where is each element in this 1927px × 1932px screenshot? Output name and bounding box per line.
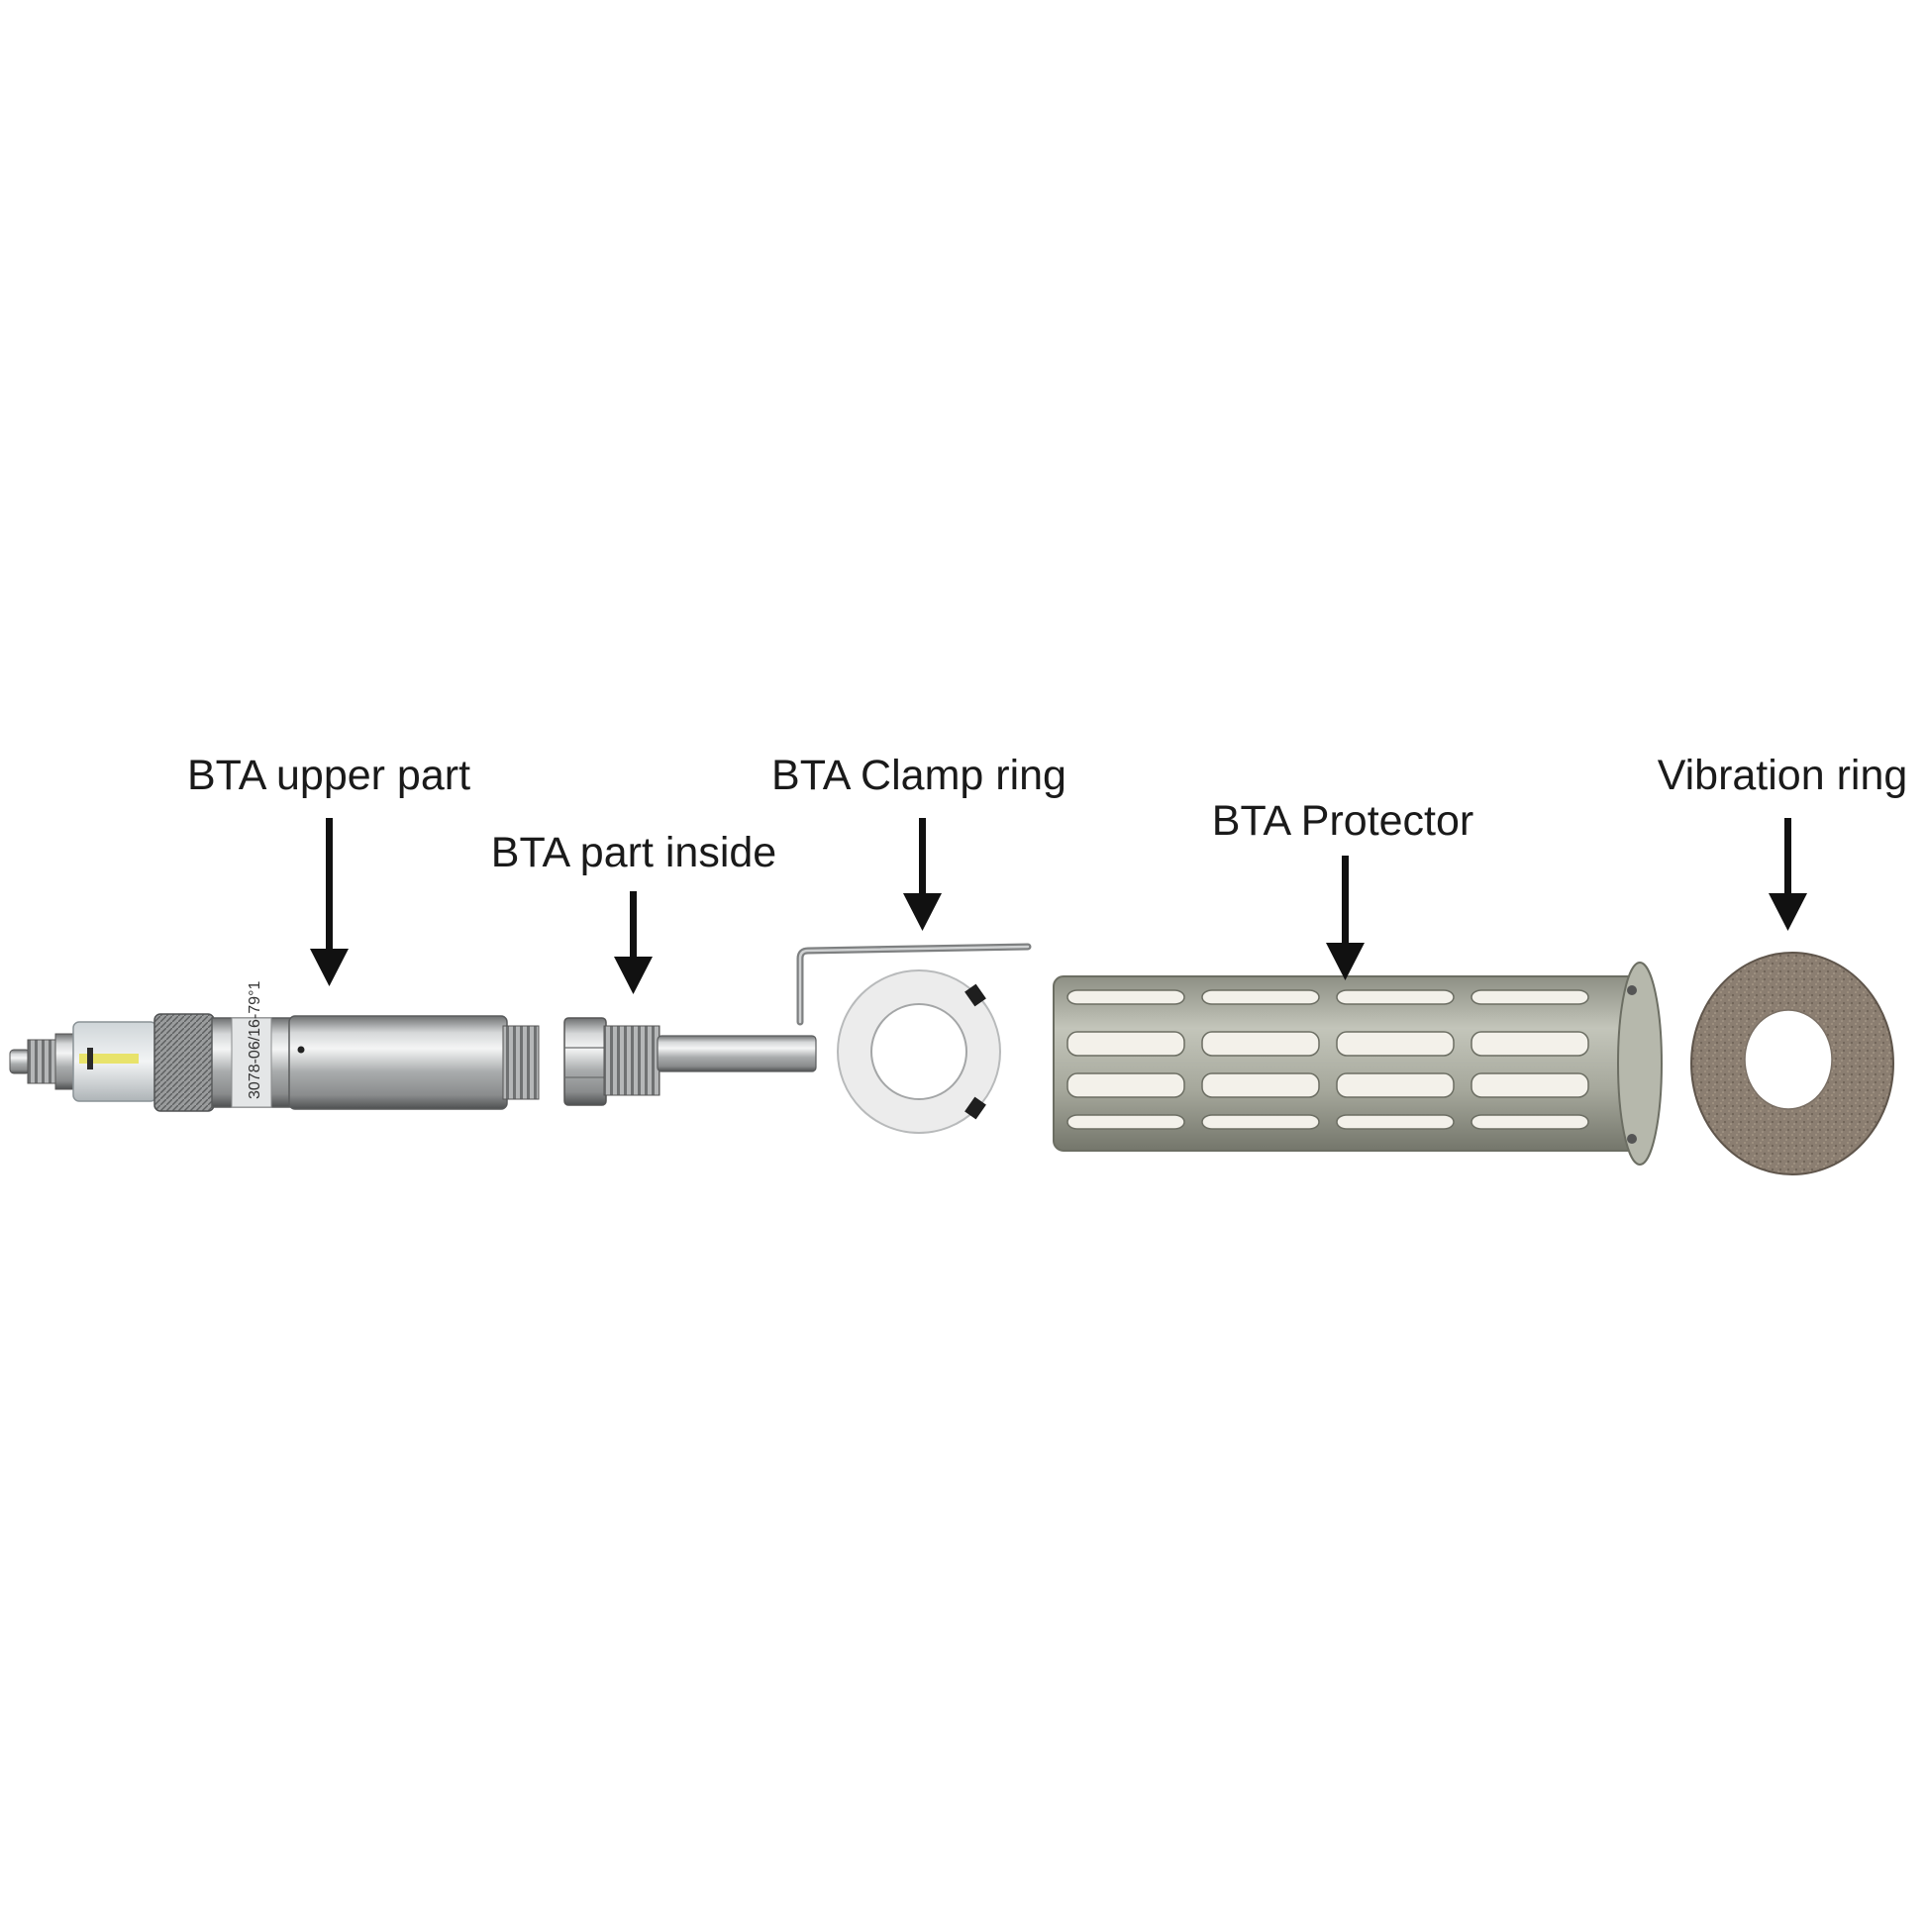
arrow-clamp-ring	[903, 818, 942, 931]
bta-part-inside-image	[563, 1017, 817, 1106]
protector-slot	[1066, 1072, 1185, 1098]
label-bta-part-inside: BTA part inside	[490, 829, 777, 876]
vibration-ring-image	[1690, 952, 1894, 1175]
bta-clamp-ring-image	[837, 969, 1001, 1134]
arrow-part-inside	[614, 891, 653, 994]
protector-slot	[1471, 989, 1589, 1005]
label-bta-upper-part: BTA upper part	[186, 752, 471, 799]
protector-slot	[1066, 1031, 1185, 1057]
arrow-vibration-ring	[1769, 818, 1807, 931]
protector-slot	[1471, 1031, 1589, 1057]
protector-slot	[1471, 1072, 1589, 1098]
bta-protector-image	[1053, 962, 1663, 1166]
arrow-protector	[1326, 856, 1365, 980]
arrow-upper-part	[310, 818, 349, 986]
protector-slot	[1201, 1072, 1320, 1098]
protector-slot	[1201, 1114, 1320, 1130]
protector-slot	[1066, 989, 1185, 1005]
protector-slot	[1471, 1114, 1589, 1130]
protector-slot	[1201, 989, 1320, 1005]
protector-slot	[1066, 1114, 1185, 1130]
protector-slot	[1201, 1031, 1320, 1057]
label-bta-clamp-ring: BTA Clamp ring	[771, 752, 1066, 799]
serial-marking: 3078-06/16-79°1	[247, 981, 263, 1099]
bta-upper-part-image: 3078-06/16-79°1	[9, 981, 540, 1112]
protector-slot	[1336, 1072, 1455, 1098]
label-bta-protector: BTA Protector	[1211, 797, 1474, 845]
protector-slot	[1336, 1114, 1455, 1130]
allen-key-image	[796, 943, 1032, 1026]
protector-slot	[1336, 989, 1455, 1005]
pointer-arrows	[310, 818, 1807, 994]
label-vibration-ring: Vibration ring	[1657, 752, 1908, 799]
protector-slot	[1336, 1031, 1455, 1057]
